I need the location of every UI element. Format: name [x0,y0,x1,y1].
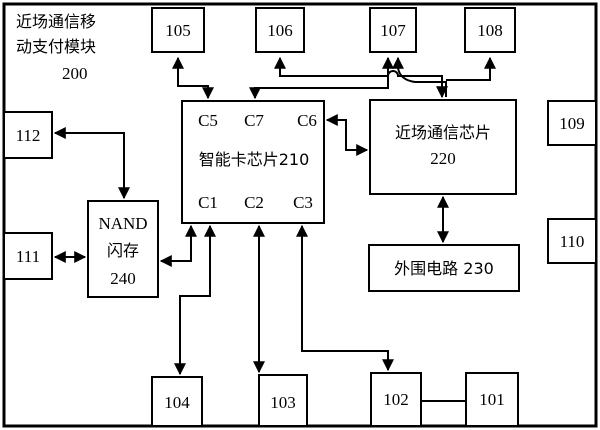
smart-card-chip [181,100,325,224]
port-box-109 [547,100,597,146]
module-title-line3: 200 [62,64,88,83]
nand-label-line2: 闪存 [107,241,139,260]
port-box-108 [464,7,516,53]
nand-flash [87,200,159,298]
port-box-112 [3,111,53,159]
port-box-110 [547,218,597,264]
port-label-112: 112 [16,126,41,145]
port-box-103 [258,374,308,427]
port-label-104: 104 [164,393,190,412]
port-box-111 [3,232,53,280]
link-106-nfc [274,56,448,99]
peripheral-circuit-label: 外围电路 230 [394,259,494,278]
port-label-103: 103 [270,393,296,412]
port-label-107: 107 [380,21,406,40]
link-c6-nfc [325,114,369,156]
port-label-106: 106 [267,21,293,40]
nfc-chip [369,99,517,195]
pin-c7: C7 [244,111,264,130]
link-108-nfc [446,56,496,81]
port-label-108: 108 [477,21,503,40]
port-label-102: 102 [383,390,409,409]
port-box-101 [465,372,519,427]
peripheral-circuit [368,244,520,292]
port-label-111: 111 [16,247,40,266]
link-105-c5 [172,56,214,100]
port-box-104 [151,376,203,427]
pin-c2: C2 [244,193,264,212]
port-label-105: 105 [165,21,191,40]
link-c1-104 [174,224,216,376]
pin-c3: C3 [293,193,313,212]
pin-c6: C6 [297,111,317,130]
nand-label-line3: 240 [110,269,136,288]
port-label-109: 109 [559,114,585,133]
port-label-101: 101 [479,390,505,409]
module-title-line2: 动支付模块 [16,37,96,56]
port-box-107 [369,7,417,53]
port-label-110: 110 [560,232,585,251]
link-107-nfc [392,56,447,97]
nand-label-line1: NAND [98,214,147,233]
smart-card-chip-label: 智能卡芯片210 [199,150,310,169]
port-box-106 [255,7,305,53]
nfc-chip-label-line2: 220 [430,149,456,168]
pin-c5: C5 [198,111,218,130]
link-112-nand [53,127,130,200]
link-c3-102 [296,224,394,372]
nfc-chip-label-line1: 近场通信芯片 [395,123,491,142]
port-box-105 [151,7,205,53]
pin-c1: C1 [198,193,218,212]
port-box-102 [370,372,422,427]
module-title-line1: 近场通信移 [16,12,96,31]
